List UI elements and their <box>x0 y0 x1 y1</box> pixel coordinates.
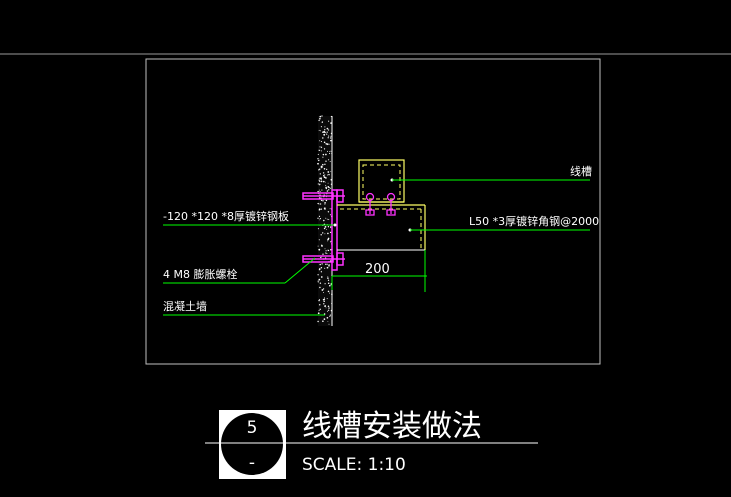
detail-symbol-circle <box>221 413 283 475</box>
concrete-wall <box>317 115 333 326</box>
cable-trunking <box>358 159 405 203</box>
label-steel-plate: -120 *120 *8厚镀锌钢板 <box>163 209 289 223</box>
drawing-title: 线槽安装做法 <box>302 409 482 444</box>
label-expansion-bolt: 4 M8 膨胀螺栓 <box>163 267 237 281</box>
title-block: 5 - 线槽安装做法 SCALE: 1:10 <box>205 409 538 479</box>
label-angle-steel: L50 *3厚镀锌角钢@2000 <box>469 214 599 228</box>
expansion-bolt-upper <box>302 189 345 203</box>
drawing-frame <box>145 58 601 365</box>
steel-plate <box>331 189 338 271</box>
expansion-bolt-lower <box>302 252 345 266</box>
dimension-text: 200 <box>365 262 390 277</box>
drawing-scale: SCALE: 1:10 <box>302 455 406 475</box>
angle-steel-bracket <box>337 204 426 251</box>
leader-steel-plate: -120 *120 *8厚镀锌钢板 <box>163 209 337 227</box>
leader-trunking: 线槽 <box>390 164 592 182</box>
sheet-ref: - <box>249 453 255 473</box>
leader-expansion-bolt: 4 M8 膨胀螺栓 <box>163 257 316 284</box>
trunking-bolts <box>365 192 396 216</box>
label-wall: 混凝土墙 <box>163 299 207 313</box>
dimension-200: 200 <box>331 250 427 292</box>
leader-angle-steel: L50 *3厚镀锌角钢@2000 <box>408 214 599 232</box>
detail-number: 5 <box>247 418 258 438</box>
leader-wall: 混凝土墙 <box>163 299 325 316</box>
label-trunking: 线槽 <box>570 164 592 178</box>
